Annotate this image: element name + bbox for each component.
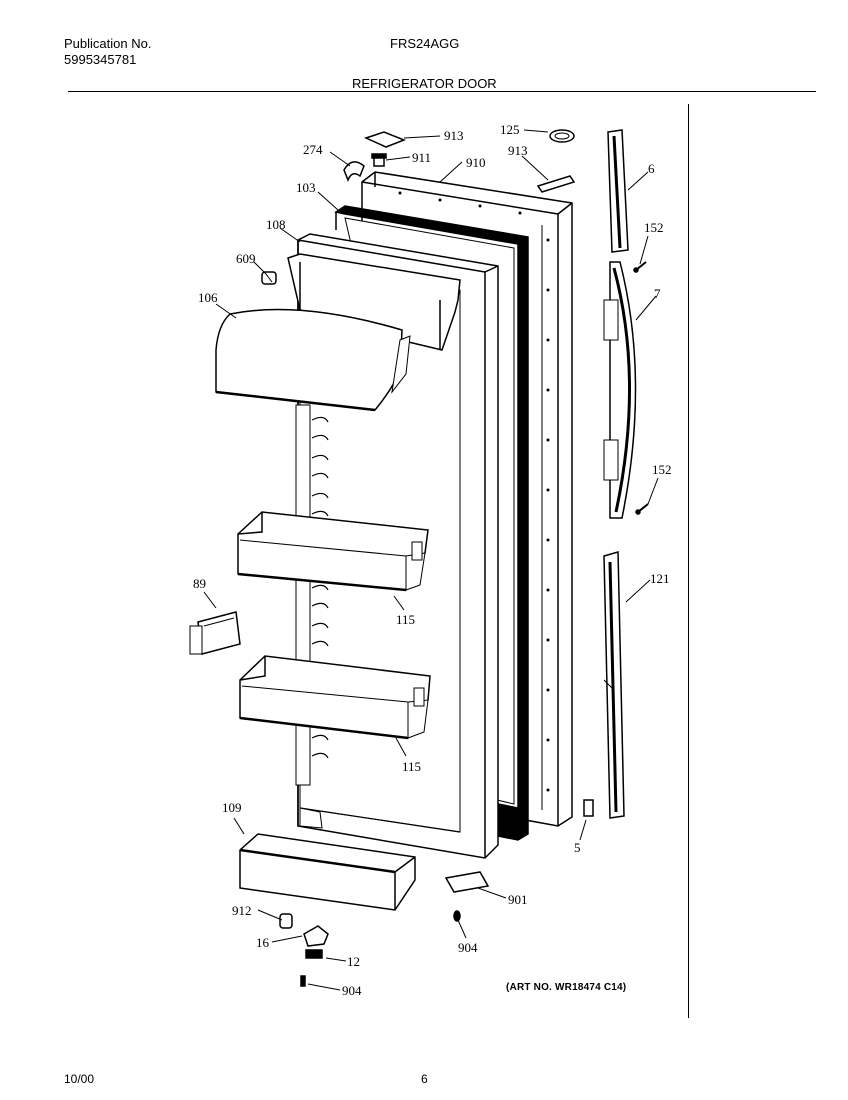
callout-911: 911 bbox=[412, 150, 431, 165]
callout-numbers: 913 911 274 910 125 913 6 103 108 152 60… bbox=[193, 122, 672, 998]
callout-109: 109 bbox=[222, 800, 242, 815]
callout-106: 106 bbox=[198, 290, 218, 305]
screw-152-lower bbox=[635, 503, 649, 515]
callout-108: 108 bbox=[266, 217, 286, 232]
callout-913-right: 913 bbox=[508, 143, 528, 158]
section-title: REFRIGERATOR DOOR bbox=[352, 76, 497, 91]
part-5 bbox=[583, 799, 594, 817]
model-number: FRS24AGG bbox=[390, 36, 460, 51]
callout-121: 121 bbox=[650, 571, 670, 586]
part-609 bbox=[261, 271, 277, 285]
publication-label: Publication No. bbox=[64, 36, 152, 51]
callout-16: 16 bbox=[256, 935, 270, 950]
callout-12: 12 bbox=[347, 954, 360, 969]
bottom-door-bin bbox=[239, 833, 416, 911]
callout-913-top: 913 bbox=[444, 128, 464, 143]
right-border-rule bbox=[688, 104, 689, 1018]
callout-609: 609 bbox=[236, 251, 256, 266]
callout-7: 7 bbox=[654, 286, 661, 301]
screw-152-upper bbox=[633, 261, 647, 273]
part-901 bbox=[444, 871, 490, 893]
header-rule bbox=[68, 91, 816, 92]
callout-5: 5 bbox=[574, 840, 581, 855]
lower-trim-strip bbox=[603, 551, 625, 819]
callout-115-lower: 115 bbox=[402, 759, 421, 774]
butter-compartment-door bbox=[189, 611, 241, 655]
art-number: (ART NO. WR18474 C14) bbox=[506, 982, 627, 993]
hinge-parts-top bbox=[343, 129, 576, 193]
callout-115-upper: 115 bbox=[396, 612, 415, 627]
callout-904-bottom: 904 bbox=[342, 983, 362, 998]
bottom-left-small-parts bbox=[279, 913, 329, 987]
callout-912: 912 bbox=[232, 903, 252, 918]
callout-910: 910 bbox=[466, 155, 486, 170]
callout-152-lower: 152 bbox=[652, 462, 672, 477]
callout-125: 125 bbox=[500, 122, 520, 137]
leader-lines bbox=[203, 129, 659, 991]
dairy-door-shelf bbox=[215, 253, 461, 412]
callout-904-center: 904 bbox=[458, 940, 478, 955]
door-bin-lower bbox=[239, 655, 431, 740]
callout-6: 6 bbox=[648, 161, 655, 176]
callout-89: 89 bbox=[193, 576, 206, 591]
callout-901: 901 bbox=[508, 892, 528, 907]
callout-274: 274 bbox=[303, 142, 323, 157]
footer-date: 10/00 bbox=[64, 1072, 95, 1086]
upper-trim-strip bbox=[607, 129, 629, 253]
door-handle bbox=[603, 261, 637, 519]
door-bin-upper bbox=[237, 511, 429, 592]
part-904-center bbox=[453, 910, 461, 922]
callout-152-upper: 152 bbox=[644, 220, 664, 235]
page-number: 6 bbox=[421, 1072, 428, 1086]
publication-number: 5995345781 bbox=[64, 52, 137, 67]
callout-103: 103 bbox=[296, 180, 316, 195]
